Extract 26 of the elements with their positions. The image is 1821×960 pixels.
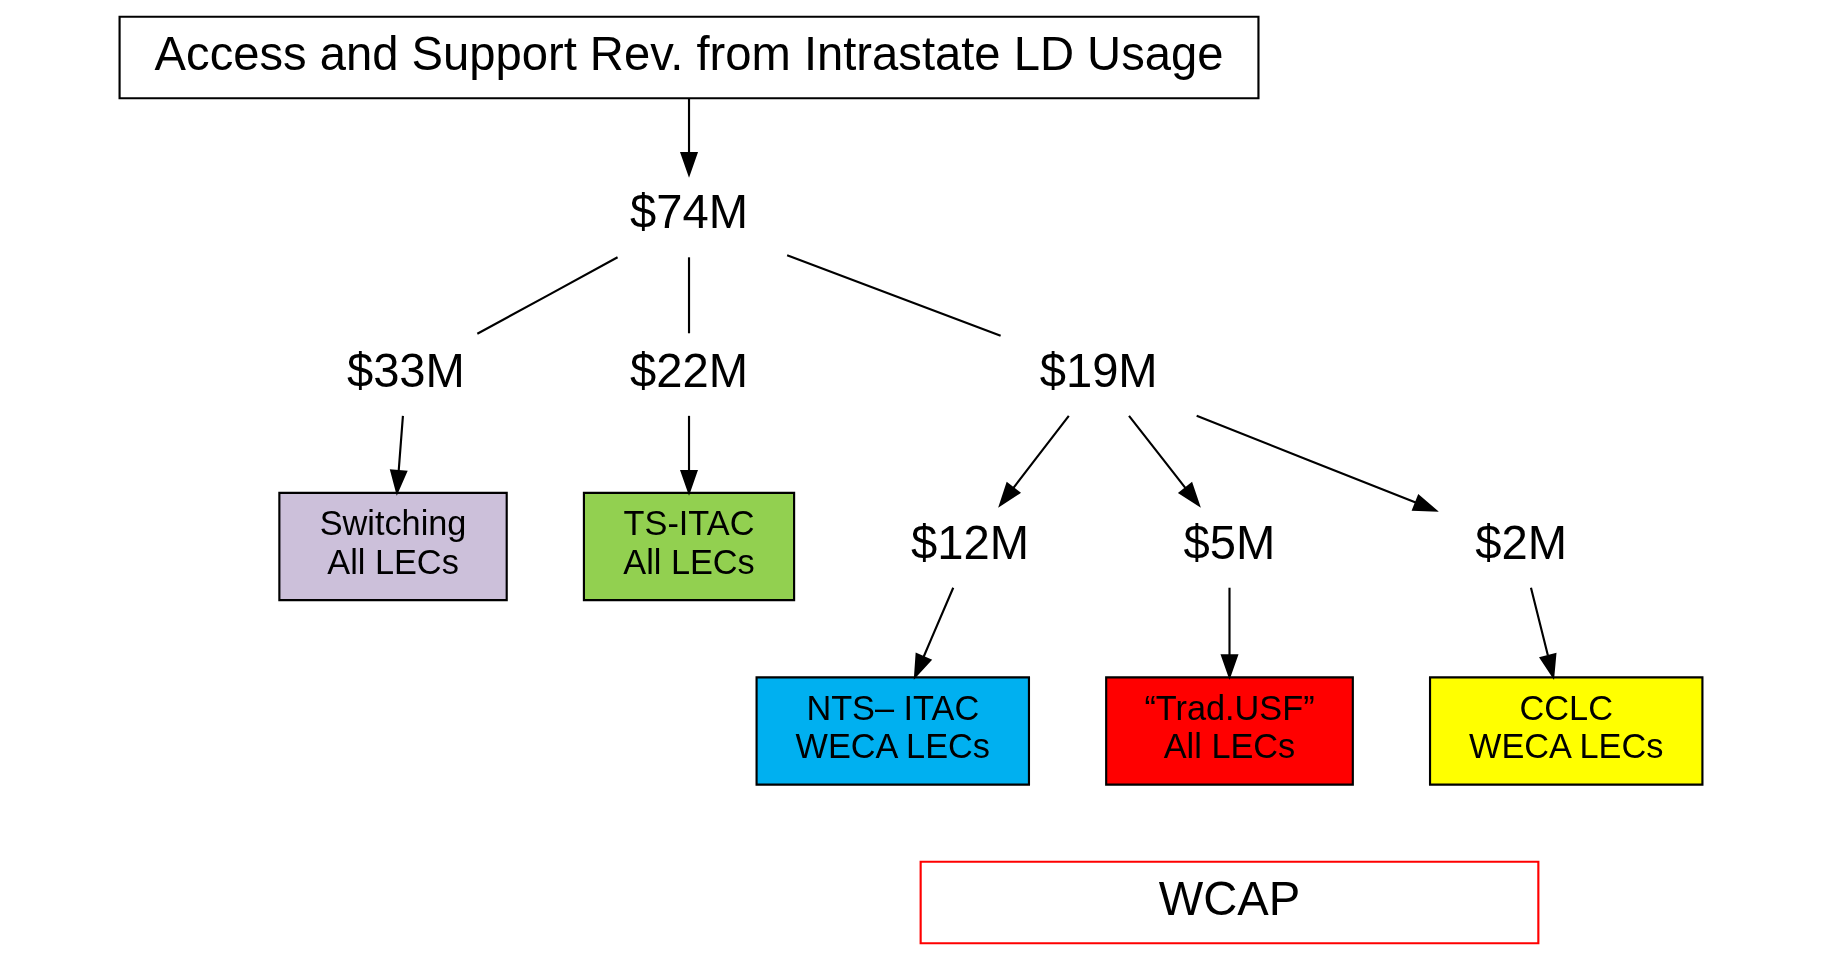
arrow [1220, 587, 1238, 680]
node-text: $22M [629, 343, 748, 397]
arrow [997, 415, 1070, 508]
node-box: WCAP [919, 860, 1539, 945]
node-box: Switching All LECs [277, 491, 508, 602]
node-box: NTS– ITAC WECA LECs [755, 676, 1030, 786]
node-text: $2M [1474, 515, 1567, 569]
node-box: Access and Support Rev. from Intrastate LD Usage [118, 15, 1259, 100]
connector [476, 256, 618, 335]
node-text: $12M [910, 515, 1029, 569]
node-text: $5M [1183, 515, 1275, 569]
node-text: $74M [629, 185, 748, 239]
arrow [1529, 587, 1556, 680]
node-text: $33M [346, 343, 465, 397]
arrow [679, 415, 698, 496]
arrow [1195, 414, 1439, 512]
node-box: “Trad.USF” All LECs [1104, 676, 1354, 786]
connector [786, 254, 1001, 337]
node-box: CCLC WECA LECs [1428, 676, 1703, 786]
arrow [679, 98, 698, 178]
node-text: $19M [1039, 343, 1158, 397]
arrow [1127, 415, 1201, 508]
arrow [389, 415, 408, 496]
arrow [913, 587, 954, 680]
node-box: TS-ITAC All LECs [582, 491, 795, 602]
connector [687, 257, 690, 334]
